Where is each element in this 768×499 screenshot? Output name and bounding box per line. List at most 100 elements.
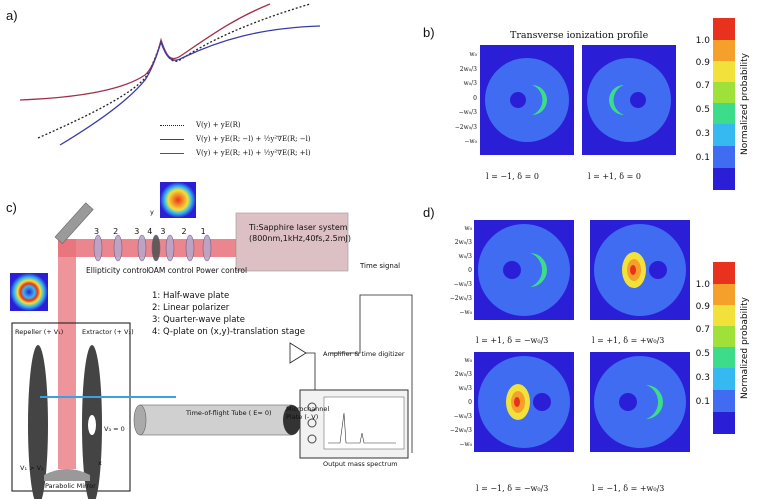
parabolic-mirror <box>44 469 90 481</box>
oam-beam-profile <box>10 273 48 311</box>
cbar-tick: 0.3 <box>695 129 710 139</box>
panel-c-setup <box>10 182 413 499</box>
cbar-tick: 0.7 <box>695 81 710 91</box>
heatmap-b1 <box>480 45 574 155</box>
heatmap-b2 <box>582 45 676 155</box>
optic-number: 2 <box>113 227 119 236</box>
caption-d4: l = −1, δ = +w₀/3 <box>592 484 665 493</box>
colorbar-b <box>713 18 735 190</box>
panel-b-label: b) <box>423 25 435 40</box>
panel-a-legend: V(y) + yE(R) V(y) + yE(R; −l) + ½y²∇E(R;… <box>160 118 380 160</box>
cbar-tick: 0.9 <box>695 302 710 312</box>
laser-title: Ti:Sapphire laser system <box>249 223 348 232</box>
label-repeller: Repeller (+ V₁) <box>15 328 64 336</box>
tof-tube <box>139 404 293 436</box>
ytick: 0 <box>468 399 472 406</box>
cbar-tick: 1.0 <box>695 36 710 46</box>
ytick: w₀/3 <box>458 253 472 260</box>
caption-d2: l = +1, δ = +w₀/3 <box>592 336 665 345</box>
ytick: −w₀/3 <box>453 413 472 420</box>
legend-swatch <box>160 138 184 140</box>
heatmap-d2 <box>590 220 690 320</box>
repeller-plate <box>28 345 48 499</box>
label-time-signal: Time signal <box>360 262 401 270</box>
optics-legend-item: 2: Linear polarizer <box>152 303 230 313</box>
ytick: 0 <box>473 94 477 102</box>
ytick: −2w₀/3 <box>449 295 472 302</box>
label-extractor: Extractor (+ V₂) <box>82 328 134 336</box>
laser-spec: (800nm,1kHz,40fs,2.5mJ) <box>249 234 351 243</box>
ytick: w₀/3 <box>458 385 472 392</box>
ytick: −w₀ <box>459 441 472 448</box>
ytick: w₀ <box>464 225 472 232</box>
optic-number: 4 <box>147 227 153 236</box>
legend-swatch <box>160 124 184 126</box>
optics-legend-item: 3: Quarter-wave plate <box>152 315 245 325</box>
ytick: 0 <box>468 267 472 274</box>
axis-x-label: x <box>98 459 102 467</box>
label-amplifier: Amplifier & time digitizer <box>323 350 405 358</box>
colorbar-d-label: Normalized probability <box>740 297 750 399</box>
optics-legend-item: 4: Q-plate on (x,y)-translation stage <box>152 327 305 337</box>
label-mcp: Microchannel Plate (- V) <box>286 405 330 421</box>
panel-a-potential-plot <box>20 3 320 146</box>
legend-row-2: V(y) + yE(R; −l) + ½y²∇E(R; −l) <box>160 132 380 146</box>
ytick: −w₀/3 <box>458 109 477 116</box>
colorbar-d <box>713 262 735 434</box>
legend-swatch <box>160 152 184 154</box>
heatmap-d3 <box>474 352 574 452</box>
curve-field-free <box>37 3 311 139</box>
colorbar-d-ticks: 1.0 0.9 0.7 0.5 0.3 0.1 <box>684 280 710 407</box>
laser-box <box>235 212 349 272</box>
ytick: w₀ <box>464 357 472 364</box>
heatmap-d1 <box>474 220 574 320</box>
optics-legend: 1: Half-wave plate 2: Linear polarizer 3… <box>152 290 305 338</box>
label-spectrum: Output mass spectrum <box>323 460 398 468</box>
ytick: −w₀ <box>464 138 477 145</box>
curve-plus-l <box>20 3 271 101</box>
caption-d3: l = −1, δ = −w₀/3 <box>476 484 549 493</box>
ytick: 2w₀/3 <box>459 65 477 73</box>
caption-d1: l = +1, δ = −w₀/3 <box>476 336 549 345</box>
heatmap-d4 <box>590 352 690 452</box>
optics-legend-item: 1: Half-wave plate <box>152 291 230 301</box>
label-tof: Time-of-flight Tube ( E= 0) <box>186 409 272 417</box>
panel-b-yticks: w₀ 2w₀/3 w₀/3 0 −w₀/3 −2w₀/3 −w₀ <box>447 48 477 150</box>
curve-minus-l <box>59 25 320 146</box>
cbar-tick: 1.0 <box>695 280 710 290</box>
ytick: 2w₀/3 <box>454 371 472 378</box>
ytick: −2w₀/3 <box>454 123 477 131</box>
legend-text: V(y) + yE(R) <box>196 121 241 129</box>
label-power: Power control <box>196 266 248 275</box>
label-oam: OAM control <box>148 266 194 275</box>
cbar-tick: 0.7 <box>695 325 710 335</box>
ytick: −w₀/3 <box>453 281 472 288</box>
mcp-detector <box>283 405 301 435</box>
panel-b-title: Transverse ionization profile <box>510 30 649 41</box>
ytick: w₀/3 <box>463 80 477 87</box>
mirror-steering <box>54 202 94 245</box>
cbar-tick: 0.1 <box>695 153 710 163</box>
axis-y-label: y <box>150 208 154 216</box>
optic-number: 3 <box>94 227 100 236</box>
cbar-tick: 0.5 <box>695 349 710 359</box>
amplifier-triangle <box>289 342 307 364</box>
legend-row-1: V(y) + yE(R) <box>160 118 380 132</box>
caption-b2: l = +1, δ = 0 <box>588 172 641 181</box>
cbar-tick: 0.1 <box>695 397 710 407</box>
legend-row-3: V(y) + yE(R; +l) + ½y²∇E(R; +l) <box>160 146 380 160</box>
ytick: 2w₀/3 <box>454 239 472 246</box>
cbar-tick: 0.3 <box>695 373 710 383</box>
optic-number: 1 <box>200 227 206 236</box>
legend-text: V(y) + yE(R; −l) + ½y²∇E(R; −l) <box>196 135 311 143</box>
panel-d-label: d) <box>423 205 435 220</box>
optic-number: 3 <box>134 227 140 236</box>
laser-label: Ti:Sapphire laser system (800nm,1kHz,40f… <box>249 222 351 244</box>
panel-c-label: c) <box>6 200 17 215</box>
optics-plates <box>93 234 212 262</box>
colorbar-b-ticks: 1.0 0.9 0.7 0.5 0.3 0.1 <box>684 36 710 163</box>
panel-a-label: a) <box>6 8 18 23</box>
label-ellipticity: Ellipticity control <box>86 266 149 275</box>
panel-d-yticks-bottom: w₀ 2w₀/3 w₀/3 0 −w₀/3 −2w₀/3 −w₀ <box>446 354 472 452</box>
cbar-tick: 0.5 <box>695 105 710 115</box>
